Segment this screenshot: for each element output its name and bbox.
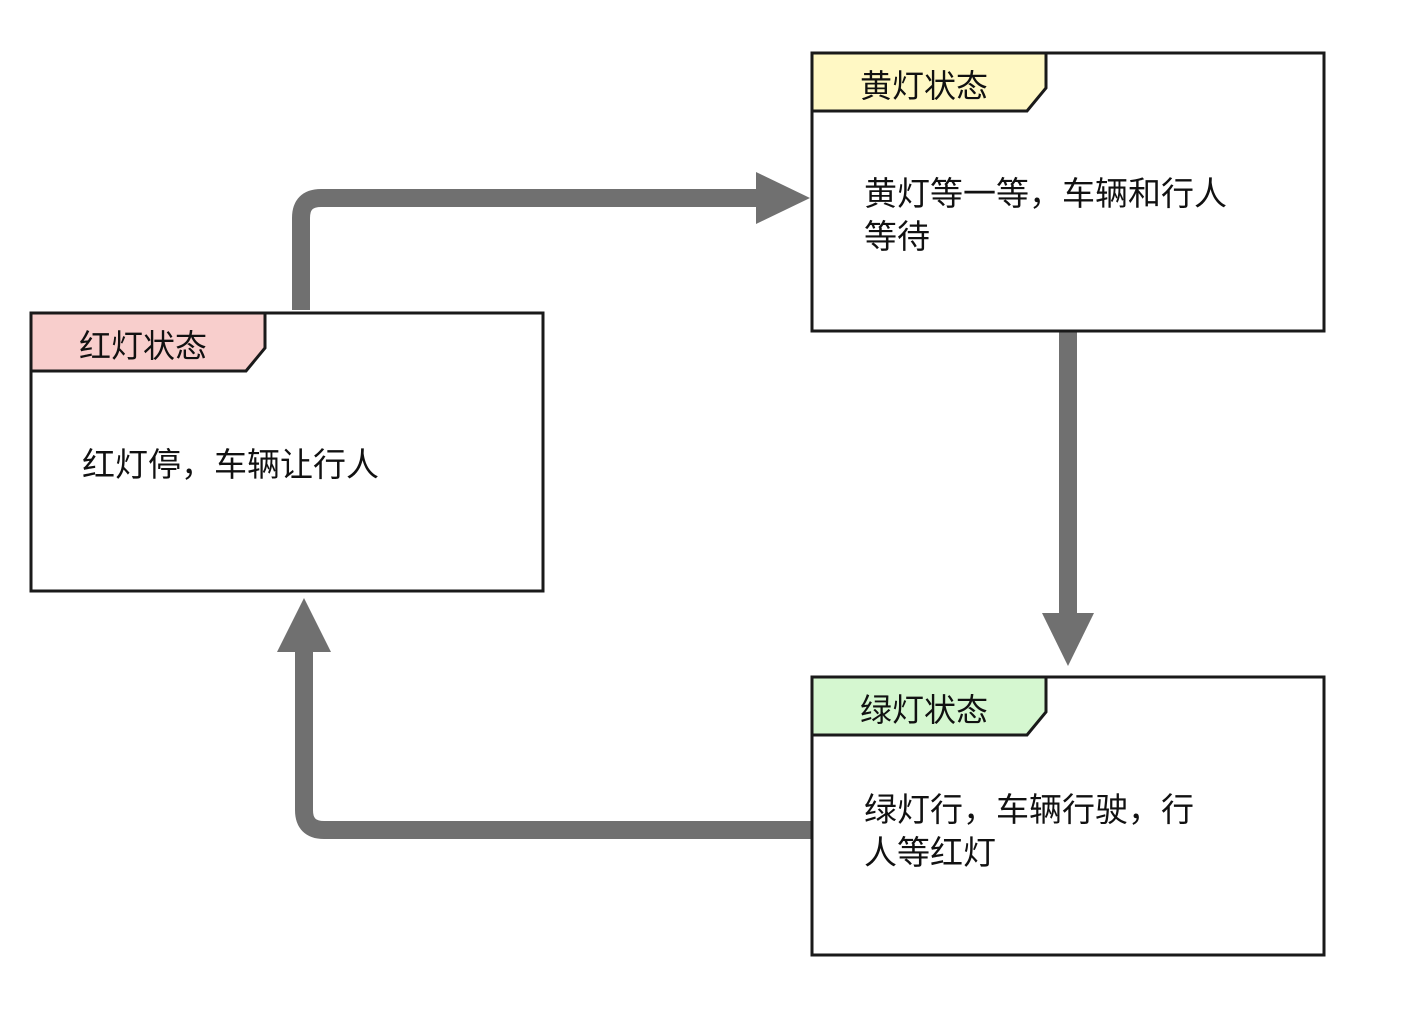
state-red-title: 红灯状态 xyxy=(79,327,207,365)
state-green: 绿灯状态 绿灯行，车辆行驶，行 人等红灯 xyxy=(810,675,1326,957)
state-red-description-line-1: 红灯停，车辆让行人 xyxy=(82,445,379,484)
arrowhead-red-to-yellow xyxy=(756,172,810,224)
state-yellow-description-line-1: 黄灯等一等，车辆和行人 xyxy=(864,174,1227,213)
state-red-tab xyxy=(29,311,267,373)
state-green-description-line-1: 绿灯行，车辆行驶，行 xyxy=(864,790,1194,829)
state-yellow-description-line-2: 等待 xyxy=(864,217,930,256)
state-green-description-line-2: 人等红灯 xyxy=(864,833,996,872)
state-green-title: 绿灯状态 xyxy=(860,691,988,729)
edge-green-to-red xyxy=(295,645,812,839)
state-red: 红灯状态 红灯停，车辆让行人 xyxy=(29,311,545,593)
state-yellow: 黄灯状态 黄灯等一等，车辆和行人 等待 xyxy=(810,51,1326,333)
state-yellow-tab xyxy=(810,51,1048,113)
edges xyxy=(277,172,1094,839)
edge-red-to-yellow xyxy=(292,189,762,310)
arrowhead-yellow-to-green xyxy=(1042,613,1094,666)
state-green-tab xyxy=(810,675,1048,737)
state-yellow-title: 黄灯状态 xyxy=(860,67,988,105)
arrowhead-green-to-red xyxy=(277,598,331,652)
